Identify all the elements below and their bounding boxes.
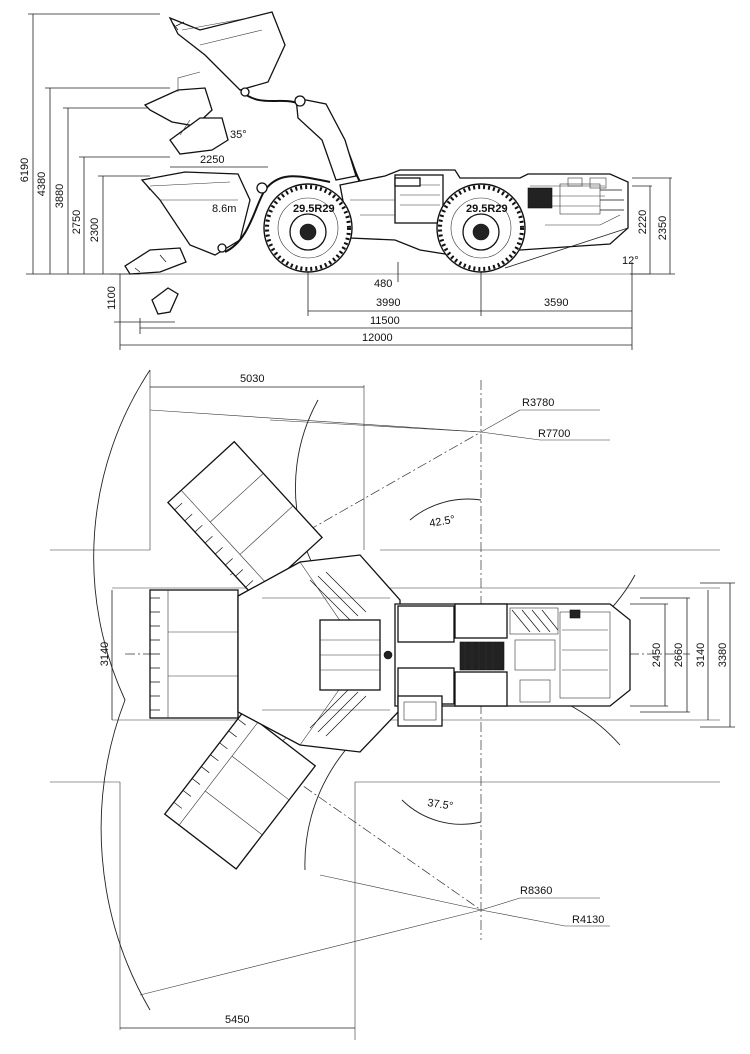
total-length-label: 12000: [362, 332, 393, 344]
side-view: 6190 4380 3880 2750 2300 1100: [19, 11, 675, 350]
ground-clearance-label: 480: [374, 278, 392, 290]
width-label-5450: 5450: [225, 1014, 249, 1026]
bucket-mid: [143, 71, 229, 155]
height-label-3880: 3880: [54, 184, 66, 208]
front-tire-label: 29.5R29: [293, 203, 335, 215]
right-width-label-2660: 2660: [673, 643, 685, 667]
height-label-2750: 2750: [71, 210, 83, 234]
height-label-2300: 2300: [89, 218, 101, 242]
tunnel-walls: [50, 370, 720, 1040]
bucket-ground: [151, 287, 179, 315]
height-dimension-lines: [26, 13, 175, 323]
left-width-label-3140: 3140: [99, 642, 111, 666]
front-tire: 29.5R29: [263, 183, 353, 273]
right-width-label-3140: 3140: [695, 643, 707, 667]
rear-overhang-label: 3590: [544, 297, 568, 309]
right-height-label-2220: 2220: [637, 210, 649, 234]
right-width-label-3380: 3380: [717, 643, 729, 667]
rear-tire-label: 29.5R29: [466, 203, 508, 215]
bucket-low: [124, 171, 251, 275]
bucket-straight-top: [149, 589, 239, 719]
bucket-lower-top: [163, 710, 317, 870]
top-view: R3780 R7700 R8360 R4130 42.5° 37.5° 5030…: [50, 369, 735, 1040]
angle-label-42-5: 42.5°: [428, 514, 456, 530]
height-label-4380: 4380: [36, 172, 48, 196]
right-height-label-2350: 2350: [657, 216, 669, 240]
width-label-5030: 5030: [240, 373, 264, 385]
right-width-label-2450: 2450: [651, 643, 663, 667]
radius-label-r7700: R7700: [538, 428, 570, 440]
dump-angle-label: 35°: [230, 129, 247, 141]
radius-label-r4130: R4130: [572, 914, 604, 926]
dump-reach-label: 8.6m: [212, 203, 236, 215]
front-frame-top: [237, 554, 401, 753]
height-label-6190: 6190: [19, 158, 31, 182]
bucket-raised: [168, 11, 286, 91]
length-label: 11500: [370, 315, 400, 327]
radius-label-r3780: R3780: [522, 397, 554, 409]
departure-angle-label: 12°: [622, 255, 639, 267]
height-label-1100: 1100: [106, 286, 118, 310]
lift-arm: [217, 87, 373, 253]
wheelbase-label: 3990: [376, 297, 400, 309]
reach-label: 2250: [200, 154, 224, 166]
rear-chassis-top: [394, 603, 631, 727]
rear-tire: 29.5R29: [436, 183, 526, 273]
angle-label-37-5: 37.5°: [427, 797, 454, 812]
radius-label-r8360: R8360: [520, 885, 552, 897]
